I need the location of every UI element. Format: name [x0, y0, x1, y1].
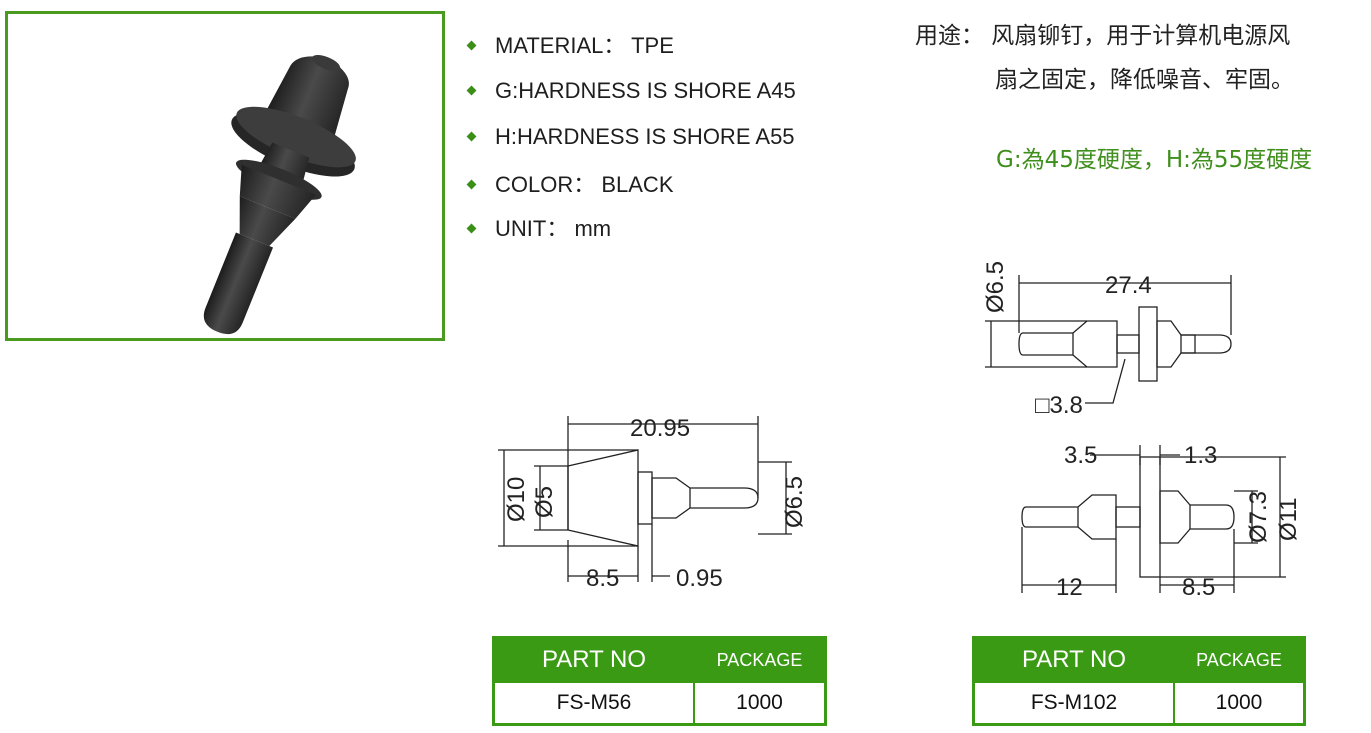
drawing-fs-m102-bottom: 3.5 1.3 Ø7.3 Ø11 12 8.5	[1021, 442, 1302, 601]
bullet-diamond-icon	[466, 40, 477, 51]
bullet-diamond-icon	[466, 131, 477, 142]
spec-text: COLOR： BLACK	[495, 172, 674, 197]
product-photo-rivet	[203, 54, 356, 335]
part-table-fs-m56: PART NO PACKAGE FS-M56 1000	[492, 636, 827, 726]
dim-diameter-top: Ø6.5	[982, 261, 1009, 313]
drawing-fs-m56: 20.95 Ø10 Ø5 Ø6.5 8.5 0.95	[498, 415, 808, 592]
bullet-diamond-icon	[466, 223, 477, 234]
table-header-row: PART NO PACKAGE	[972, 636, 1306, 683]
cell-package: 1000	[1173, 681, 1306, 726]
dim-gap-left: 3.5	[1064, 442, 1097, 469]
dim-diameter-tip: Ø6.5	[781, 476, 808, 528]
part-table-fs-m102: PART NO PACKAGE FS-M102 1000	[972, 636, 1306, 726]
dim-gap-right: 1.3	[1184, 442, 1217, 469]
spec-item: G:HARDNESS IS SHORE A45	[466, 78, 796, 104]
usage-description: 用途： 风扇铆钉，用于计算机电源风 扇之固定，降低噪音、牢固。	[915, 16, 1294, 94]
hardness-note: G:為45度硬度，H:為55度硬度	[996, 147, 1313, 173]
spec-item: UNIT： mm	[466, 211, 612, 243]
dim-diameter-outer-right: Ø11	[1275, 497, 1302, 541]
usage-line-1: 用途： 风扇铆钉，用于计算机电源风	[915, 23, 1291, 49]
header-part-no: PART NO	[492, 636, 695, 683]
cell-part-no: FS-M102	[972, 681, 1175, 726]
dim-diameter-mid: Ø7.3	[1245, 491, 1272, 543]
header-package: PACKAGE	[1173, 636, 1306, 683]
cell-part-no: FS-M56	[492, 681, 695, 726]
table-row: FS-M56 1000	[492, 681, 827, 726]
dim-diameter-inner: Ø5	[531, 486, 558, 518]
dim-flange-thickness: 0.95	[676, 565, 723, 592]
spec-item: MATERIAL： TPE	[466, 28, 674, 60]
spec-item: COLOR： BLACK	[466, 167, 674, 199]
spec-text: G:HARDNESS IS SHORE A45	[495, 78, 796, 103]
dim-overall-length: 20.95	[630, 415, 690, 442]
dim-diameter-outer: Ø10	[503, 477, 530, 522]
spec-text: UNIT： mm	[495, 216, 612, 241]
dim-square: □3.8	[1035, 392, 1083, 419]
dim-head-length: 8.5	[586, 565, 619, 592]
dim-overall-length-top: 27.4	[1105, 272, 1152, 299]
header-package: PACKAGE	[693, 636, 827, 683]
bullet-diamond-icon	[466, 179, 477, 190]
bullet-diamond-icon	[466, 85, 477, 96]
usage-line-2: 扇之固定，降低噪音、牢固。	[995, 67, 1294, 93]
table-header-row: PART NO PACKAGE	[492, 636, 827, 683]
spec-item: H:HARDNESS IS SHORE A55	[466, 124, 795, 150]
drawing-fs-m102-top: 27.4 Ø6.5 □3.8	[982, 261, 1232, 419]
header-part-no: PART NO	[972, 636, 1175, 683]
product-photo-frame	[5, 11, 445, 341]
spec-text: H:HARDNESS IS SHORE A55	[495, 124, 795, 149]
spec-text: MATERIAL： TPE	[495, 33, 674, 58]
dim-length-left: 12	[1056, 574, 1083, 601]
cell-package: 1000	[693, 681, 827, 726]
table-row: FS-M102 1000	[972, 681, 1306, 726]
dim-length-right: 8.5	[1182, 574, 1215, 601]
